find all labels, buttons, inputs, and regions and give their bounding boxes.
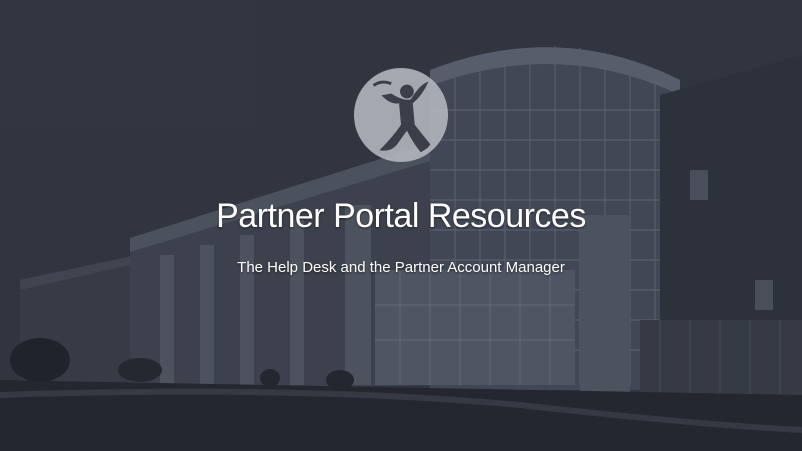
slide-title: Partner Portal Resources — [216, 197, 586, 235]
slide-subtitle: The Help Desk and the Partner Account Ma… — [237, 259, 565, 276]
person-arms-raised-logo-icon — [353, 67, 449, 163]
